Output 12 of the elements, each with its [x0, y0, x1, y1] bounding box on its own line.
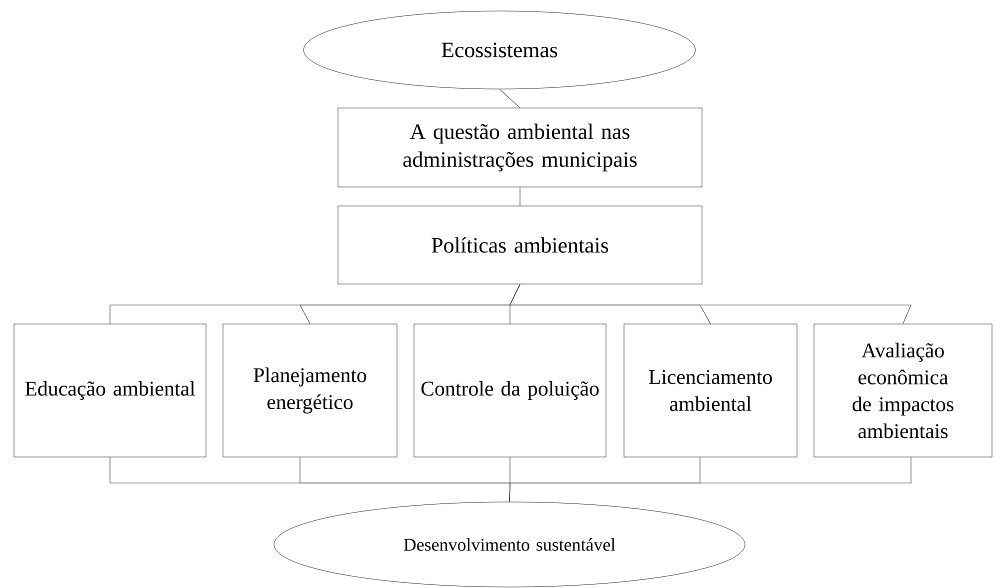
connector: [510, 284, 912, 324]
ellipse-node: Desenvolvimento sustentável: [274, 502, 746, 588]
connector: [499, 88, 520, 108]
process-box: Avaliação econômica de impactos ambientais: [814, 324, 992, 458]
process-box: A questão ambiental nas administrações municipais: [338, 108, 702, 188]
process-box: Controle da poluição: [414, 324, 606, 458]
process-box: Planejamento energético: [222, 324, 398, 458]
connector: [509, 456, 912, 502]
process-box: Educação ambiental: [14, 324, 206, 458]
ellipse-node: Ecossistemas: [303, 10, 696, 90]
process-box: Licenciamento ambiental: [624, 324, 798, 458]
process-box: Políticas ambientais: [338, 206, 702, 284]
